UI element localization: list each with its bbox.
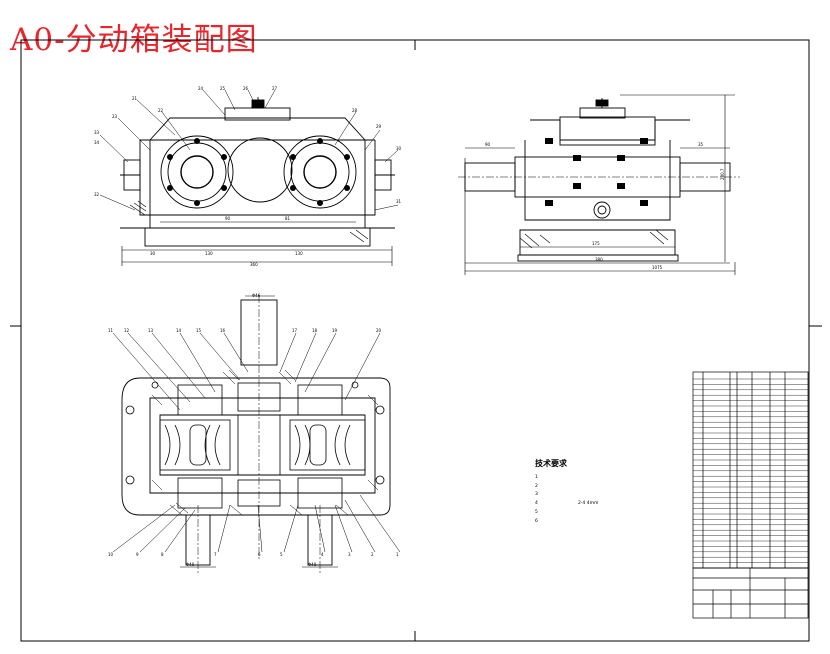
front-view: 90 81 130 130 30 360 21 22 23 24 25 26 xyxy=(94,86,402,267)
svg-text:15: 15 xyxy=(196,328,202,333)
svg-text:9: 9 xyxy=(136,552,139,557)
dim-side-35: 35 xyxy=(698,142,704,147)
note-3: 3 xyxy=(535,492,538,498)
svg-text:34: 34 xyxy=(94,140,100,145)
dim-30: 30 xyxy=(150,251,156,256)
note-2: 2 xyxy=(535,483,538,489)
note-dimension: 2-4 4mm xyxy=(577,501,599,507)
note-6: 6 xyxy=(535,518,538,524)
side-view: 90 35 175 380 1075 280.7 xyxy=(458,94,740,275)
svg-text:28: 28 xyxy=(352,108,358,113)
notes-heading: 技术要求 xyxy=(535,459,567,468)
dim-side-175: 175 xyxy=(592,241,600,246)
svg-text:6: 6 xyxy=(258,552,261,557)
parts-list xyxy=(692,371,809,569)
dim-side-1075: 1075 xyxy=(652,265,663,270)
svg-text:18: 18 xyxy=(312,328,318,333)
svg-text:4: 4 xyxy=(321,552,324,557)
dim-130-left: 130 xyxy=(205,251,213,256)
svg-text:13: 13 xyxy=(148,328,154,333)
dim-top-shaft: Φ46 xyxy=(252,293,261,298)
svg-text:7: 7 xyxy=(214,552,217,557)
svg-text:21: 21 xyxy=(132,96,138,101)
note-1: 1 xyxy=(535,475,538,480)
note-4: 4 2-4 4mm xyxy=(535,501,599,507)
dim-side-380: 380 xyxy=(595,257,603,262)
svg-text:33: 33 xyxy=(94,130,100,135)
svg-text:30: 30 xyxy=(396,146,402,151)
note-5: 5 xyxy=(535,509,538,515)
svg-text:3: 3 xyxy=(348,552,351,557)
svg-text:32: 32 xyxy=(94,192,100,197)
svg-text:17: 17 xyxy=(292,328,298,333)
svg-text:5: 5 xyxy=(280,552,283,557)
svg-text:25: 25 xyxy=(220,86,226,91)
svg-text:20: 20 xyxy=(376,328,382,333)
svg-text:12: 12 xyxy=(124,328,130,333)
svg-text:26: 26 xyxy=(243,86,249,91)
svg-text:23: 23 xyxy=(112,114,118,119)
svg-text:2: 2 xyxy=(371,552,374,557)
svg-text:24: 24 xyxy=(198,86,204,91)
dim-81: 81 xyxy=(285,216,291,221)
dim-side-height: 280.7 xyxy=(720,168,725,180)
drawing-frame xyxy=(10,39,822,642)
section-view: Φ46 xyxy=(108,293,401,575)
title-block xyxy=(692,567,809,619)
dim-130-right: 130 xyxy=(295,251,303,256)
dim-360: 360 xyxy=(250,262,258,267)
svg-text:8: 8 xyxy=(161,552,164,557)
dim-right-output: Φ40 xyxy=(308,562,317,567)
svg-text:31: 31 xyxy=(396,199,402,204)
svg-text:19: 19 xyxy=(332,328,338,333)
svg-text:29: 29 xyxy=(376,124,382,129)
dim-side-90: 90 xyxy=(485,142,491,147)
dim-90: 90 xyxy=(225,216,231,221)
svg-text:1: 1 xyxy=(396,552,399,557)
technical-notes: 技术要求 1 2 3 4 2-4 4mm 5 6 xyxy=(535,458,685,526)
svg-text:11: 11 xyxy=(108,328,114,333)
svg-text:10: 10 xyxy=(108,552,114,557)
svg-text:22: 22 xyxy=(158,108,164,113)
svg-text:27: 27 xyxy=(272,86,278,91)
svg-text:14: 14 xyxy=(176,328,182,333)
dim-left-output: Φ40 xyxy=(186,562,195,567)
svg-text:16: 16 xyxy=(220,328,226,333)
